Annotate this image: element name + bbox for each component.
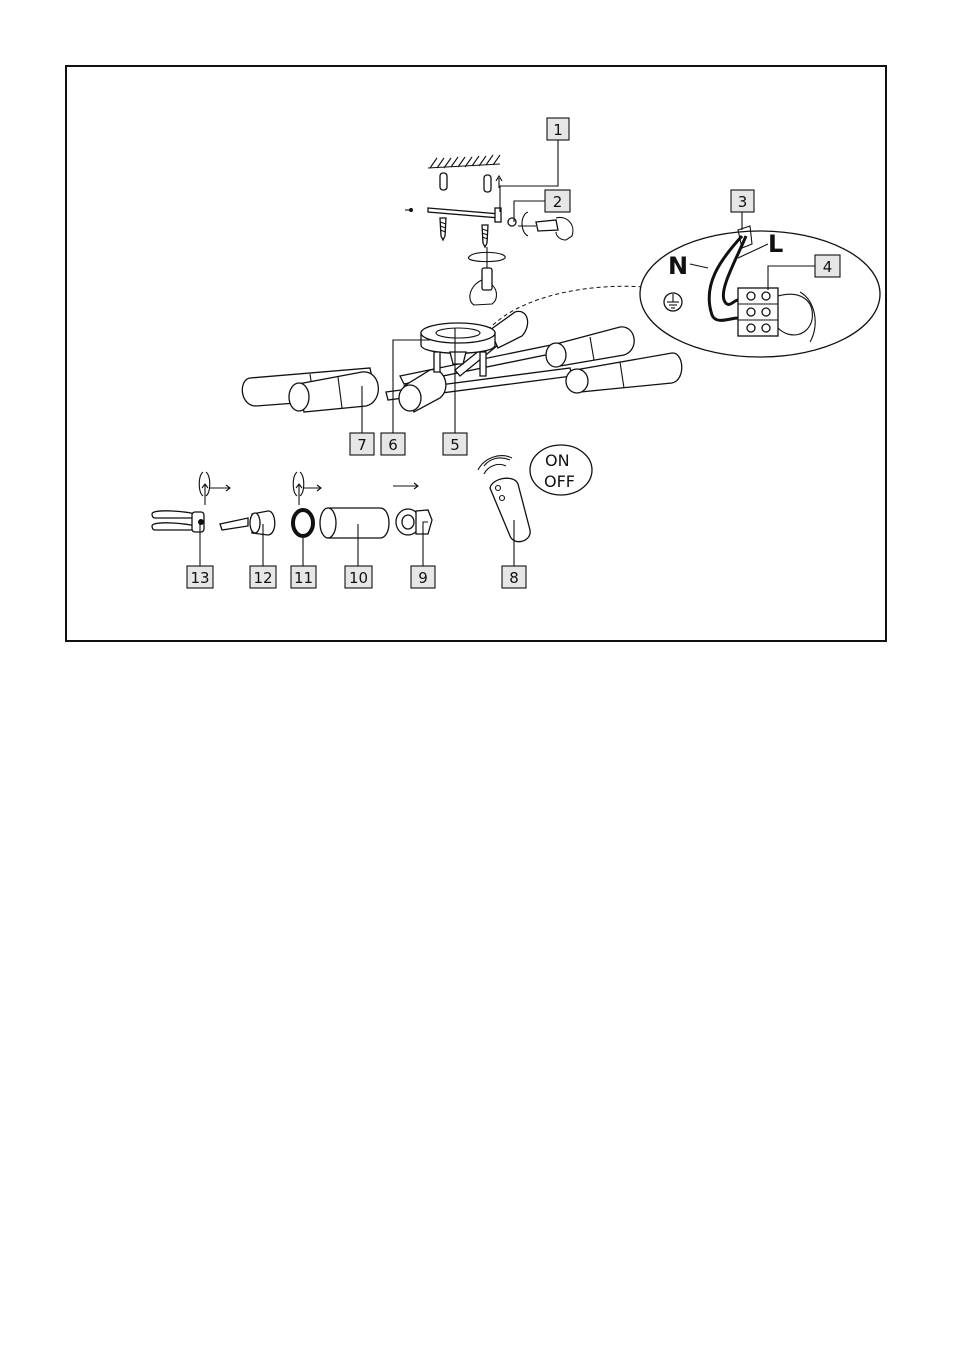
earth-symbol-icon xyxy=(664,293,682,311)
rotation-arrow-icon xyxy=(199,472,418,505)
svg-text:7: 7 xyxy=(357,436,367,454)
svg-text:8: 8 xyxy=(509,569,519,587)
svg-text:12: 12 xyxy=(253,569,272,587)
lamp-holder xyxy=(220,511,275,535)
callout-8: 8 xyxy=(502,566,526,588)
callout-3: 3 xyxy=(731,190,754,212)
svg-text:9: 9 xyxy=(418,569,428,587)
callout-7: 7 xyxy=(350,433,374,455)
shade-right-1 xyxy=(546,327,634,367)
callout-11: 11 xyxy=(291,566,316,588)
svg-text:2: 2 xyxy=(553,193,563,211)
lamp-shade xyxy=(320,508,389,538)
remote-on-label: ON xyxy=(545,451,570,470)
svg-text:10: 10 xyxy=(349,569,368,587)
callout-9: 9 xyxy=(411,566,435,588)
svg-text:4: 4 xyxy=(823,258,833,276)
svg-text:13: 13 xyxy=(190,569,209,587)
svg-text:6: 6 xyxy=(388,436,398,454)
screwdriver-below-icon xyxy=(468,247,505,305)
svg-text:3: 3 xyxy=(738,193,748,211)
ceiling-surface xyxy=(428,155,500,168)
live-wire-label: L xyxy=(768,230,783,258)
callout-1: 1 xyxy=(547,118,569,140)
screwdriver-icon xyxy=(508,212,573,240)
remote-control xyxy=(478,456,530,542)
callout-10: 10 xyxy=(345,566,372,588)
bulb xyxy=(152,511,204,532)
callout-13: 13 xyxy=(187,566,213,588)
retaining-ring xyxy=(293,510,313,536)
svg-text:5: 5 xyxy=(450,436,460,454)
callout-2: 2 xyxy=(545,190,570,212)
neutral-wire-label: N xyxy=(668,252,688,280)
callout-4: 4 xyxy=(815,255,840,277)
svg-text:1: 1 xyxy=(553,121,563,139)
screws xyxy=(440,218,488,247)
svg-text:11: 11 xyxy=(294,569,313,587)
wall-plugs xyxy=(440,173,502,192)
callout-6: 6 xyxy=(381,433,405,455)
wiring-detail-bubble xyxy=(640,226,880,357)
callout-5: 5 xyxy=(443,433,467,455)
remote-off-label: OFF xyxy=(544,472,575,491)
callout-12: 12 xyxy=(250,566,276,588)
mounting-bracket xyxy=(405,208,501,222)
